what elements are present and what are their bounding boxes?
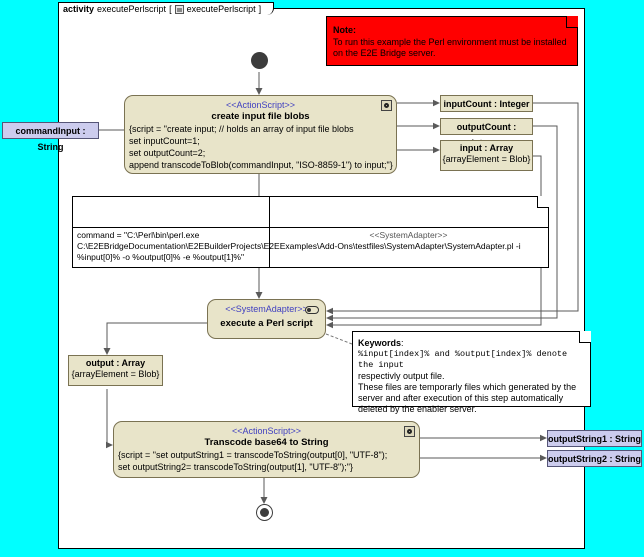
transcode-body-line2: set outputString2= transcodeToString(out… <box>118 462 353 472</box>
activity-icon <box>174 4 184 14</box>
note-keywords-heading: Keywords: <box>358 338 585 349</box>
action-stereotype: <<ActionScript>> <box>225 100 296 110</box>
frame-qualified-name: executePerlscript <box>186 3 256 14</box>
frame-name: executePerlscript <box>97 3 167 14</box>
note-command-line3: %input[0]% -o %output[0]% -e %output[1]%… <box>77 252 244 262</box>
action-body-line2: set inputCount=1; <box>129 136 200 146</box>
perl-action-name: execute a Perl script <box>220 318 313 329</box>
parameter-output-string1-label: outputString1 : String <box>548 434 641 444</box>
adapter-pill-icon <box>305 306 319 314</box>
note-keywords-line5: deleted by the enabler server. <box>358 404 477 414</box>
action-body-line3: set outputCount=2; <box>129 148 206 158</box>
pin-output-count[interactable]: outputCount : Integer <box>440 118 533 148</box>
note-stereotype: <<SystemAdapter>> <box>369 230 448 240</box>
note-red-line1: To run this example the Perl environment… <box>333 36 567 47</box>
note-column-divider <box>269 197 270 267</box>
parameter-output-string1[interactable]: outputString1 : String <box>547 430 642 447</box>
pin-input-count[interactable]: inputCount : Integer <box>440 95 533 112</box>
note-fold-corner <box>566 16 578 28</box>
activity-frame-header: activity executePerlscript [ executePerl… <box>58 2 275 15</box>
pin-output-array-sub: {arrayElement = Blob} <box>71 369 160 379</box>
note-keywords-line1: %input[index]% and %output[index]% denot… <box>358 349 568 370</box>
parameter-output-string2-label: outputString2 : String <box>548 454 641 464</box>
note-system-adapter-command: <<SystemAdapter>> command = "C:\Perl\bin… <box>72 196 549 268</box>
parameter-command-input[interactable]: commandInput : String <box>2 122 99 152</box>
note-divider <box>73 227 548 228</box>
transcode-body-line1: {script = "set outputString1 = transcode… <box>118 450 388 460</box>
note-keywords: Keywords: %input[index]% and %output[ind… <box>352 331 591 414</box>
frame-separator-close: ] <box>258 3 262 14</box>
note-fold-corner <box>537 196 549 208</box>
note-command-line1: command = "C:\Perl\bin\perl.exe <box>77 230 200 240</box>
frame-separator-open: [ <box>169 3 172 14</box>
transcode-stereotype: <<ActionScript>> <box>231 426 302 436</box>
note-fold-corner <box>579 331 591 343</box>
pin-output-array[interactable]: output : Array {arrayElement = Blob} <box>68 355 163 386</box>
pin-input-array[interactable]: input : Array {arrayElement = Blob} <box>440 140 533 171</box>
parameter-command-input-label: commandInput : String <box>15 126 86 152</box>
action-name: create input file blobs <box>211 111 310 122</box>
transcode-name: Transcode base64 to String <box>204 437 329 448</box>
initial-node <box>251 52 268 69</box>
note-keywords-line2: respectivly output file. <box>358 371 445 381</box>
parameter-output-string2[interactable]: outputString2 : String <box>547 450 642 467</box>
note-keywords-line3: These files are temporarly files which g… <box>358 382 577 392</box>
note-keywords-title: Keywords <box>358 338 402 348</box>
note-keywords-colon: : <box>401 338 404 348</box>
action-create-input-file-blobs[interactable]: <<ActionScript>> create input file blobs… <box>124 95 397 174</box>
note-red-perl-requirement: Note: To run this example the Perl envir… <box>326 16 578 66</box>
script-gear-icon <box>381 100 392 111</box>
note-red-line2: on the E2E Bridge server. <box>333 48 436 58</box>
action-body-line1: {script = "create input; // holds an arr… <box>129 124 354 134</box>
pin-output-array-label: output : Array <box>85 358 146 368</box>
frame-keyword: activity <box>63 3 95 14</box>
pin-input-array-sub: {arrayElement = Blob} <box>442 154 531 164</box>
note-keywords-line4: server and after execution of this step … <box>358 393 564 403</box>
action-body-line4: append transcodeToBlob(commandInput, "IS… <box>129 160 393 170</box>
perl-action-stereotype: <<SystemAdapter>> <box>225 304 308 314</box>
note-red-title: Note: <box>333 25 356 35</box>
pin-input-array-label: input : Array <box>459 143 514 153</box>
script-gear-icon <box>404 426 415 437</box>
action-transcode-base64-to-string[interactable]: <<ActionScript>> Transcode base64 to Str… <box>113 421 420 478</box>
action-execute-perl-script[interactable]: <<SystemAdapter>> execute a Perl script <box>207 299 326 339</box>
pin-input-count-label: inputCount : Integer <box>443 99 530 109</box>
note-command-line2: C:\E2EBridgeDocumentation\E2EBuilderProj… <box>77 241 521 251</box>
final-node <box>256 504 273 521</box>
